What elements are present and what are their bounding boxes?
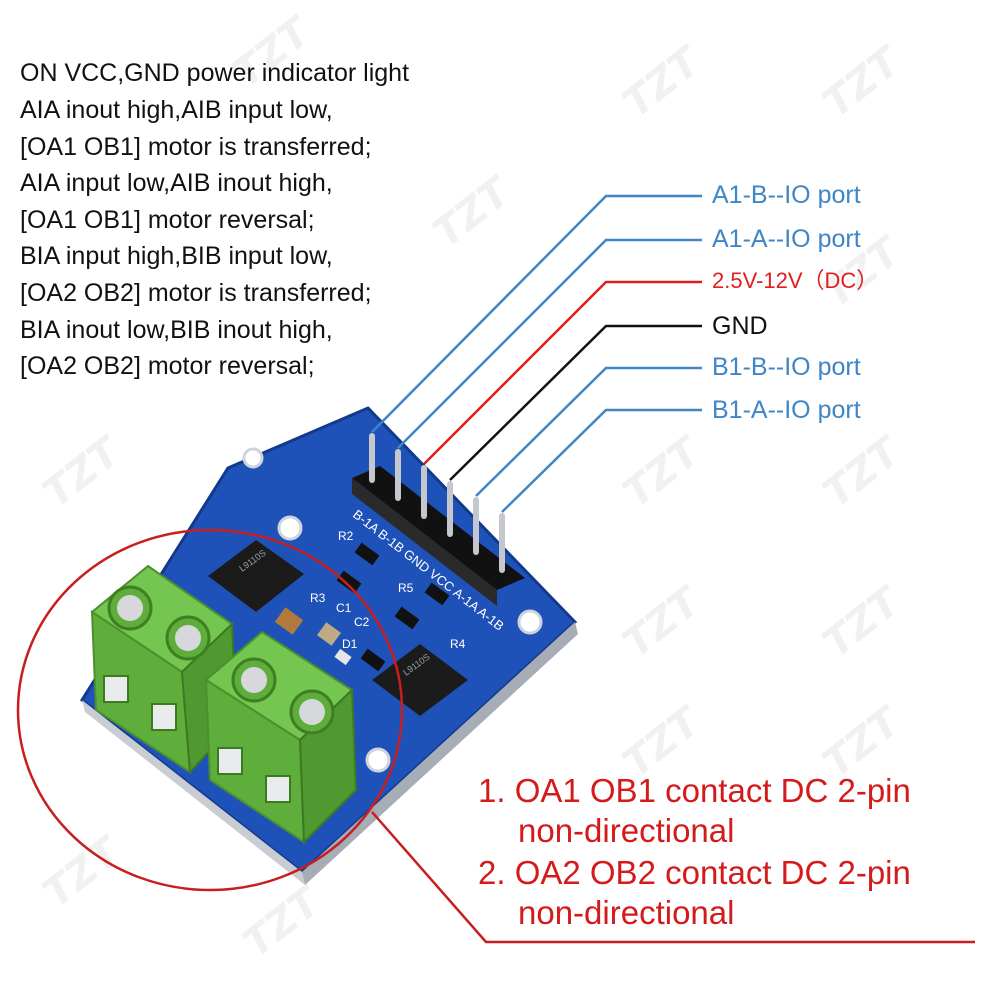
pin-leaders: [371, 194, 702, 513]
leader-a1-b: [371, 194, 702, 433]
terminal-block-2: [204, 630, 358, 845]
mount-hole: [517, 609, 543, 635]
description-line: [OA2 OB2] motor reversal;: [20, 352, 315, 380]
pin-label-gnd: GND: [712, 312, 768, 340]
capacitors: [274, 607, 352, 666]
chip-upper: L9110S: [208, 540, 304, 612]
smd-resistors: [336, 542, 450, 672]
label-r2: R2: [338, 529, 354, 543]
description-line: ON VCC,GND power indicator light: [20, 59, 410, 87]
description-line: [OA2 OB2] motor is transferred;: [20, 279, 372, 307]
description-line: AIA inout high,AIB input low,: [20, 96, 333, 124]
leader-b1-b: [475, 366, 702, 497]
leader-a1-a: [397, 238, 702, 449]
note-line-3: 2. OA2 OB2 contact DC 2-pin: [478, 854, 911, 891]
label-c1: C1: [336, 601, 352, 615]
mount-hole: [277, 515, 303, 541]
description-line: AIA input low,AIB inout high,: [20, 169, 333, 197]
description-line: BIA input high,BIB input low,: [20, 242, 333, 270]
label-r4: R4: [450, 637, 466, 651]
pin-label-a1-a: A1-A--IO port: [712, 225, 861, 253]
leader-vcc: [423, 280, 702, 465]
leader-b1-a: [501, 408, 702, 513]
pin-label-b1-a: B1-A--IO port: [712, 396, 861, 424]
terminal-callout-circle: [16, 528, 404, 892]
pin-label-vcc: 2.5V-12V（DC）: [712, 268, 879, 293]
note-line-2: non-directional: [518, 812, 735, 849]
description-line: BIA inout low,BIB inout high,: [20, 316, 333, 344]
note-line-1: 1. OA1 OB1 contact DC 2-pin: [478, 772, 911, 809]
pin-label-a1-b: A1-B--IO port: [712, 181, 861, 209]
mount-hole: [365, 747, 391, 773]
pin-label-b1-b: B1-B--IO port: [712, 353, 861, 381]
mount-hole: [242, 447, 264, 469]
label-r3: R3: [310, 591, 326, 605]
description-line: [OA1 OB1] motor reversal;: [20, 206, 315, 234]
description-line: [OA1 OB1] motor is transferred;: [20, 133, 372, 161]
leader-gnd: [449, 324, 702, 481]
note-line-4: non-directional: [518, 894, 735, 931]
component-labels: R2 R5 R3 C1 C2 D1 R4: [310, 529, 466, 651]
label-r5: R5: [398, 581, 414, 595]
terminal-callout-leader: [371, 811, 975, 944]
label-c2: C2: [354, 615, 370, 629]
label-d1: D1: [342, 637, 358, 651]
